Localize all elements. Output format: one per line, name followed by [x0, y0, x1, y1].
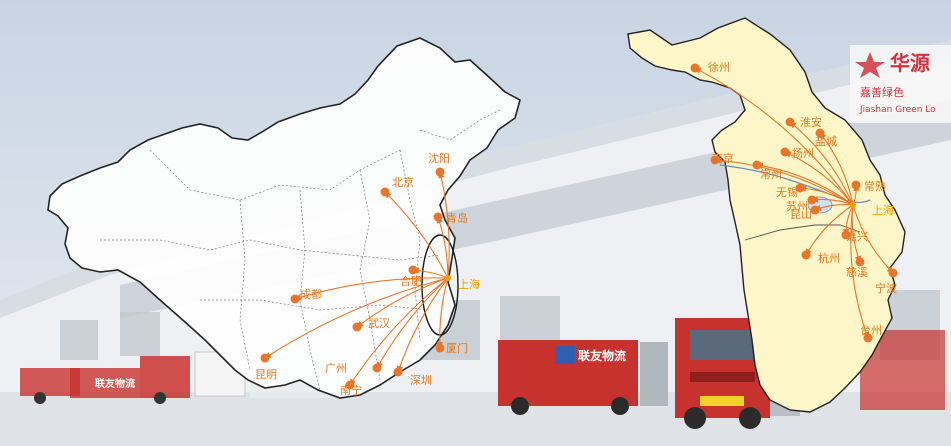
jiangsu-route-7: [799, 185, 854, 206]
sign-slogan: 嘉善绿色: [860, 85, 904, 99]
jiangsu-route-5: [714, 157, 854, 206]
china-city-dot-5: [290, 294, 300, 304]
jiangsu-city-dot-12: [801, 250, 811, 260]
china-city-dot-7: [435, 343, 445, 353]
jiangsu-city-label-11: 嘉兴: [846, 229, 868, 243]
jiangsu-route-1: [694, 67, 854, 206]
jiangsu-city-dot-1: [690, 63, 700, 73]
china-route-10: [264, 277, 449, 359]
jiangsu-city-label-1: 徐州: [708, 60, 730, 74]
truck-1: 联友物流: [20, 356, 190, 404]
china-city-dot-10: [260, 353, 270, 363]
china-city-label-4: 合肥: [400, 274, 422, 288]
sign-brand: 华源: [890, 51, 930, 75]
jiangsu-route-3: [819, 132, 854, 206]
jiangsu-outline: [627, 17, 906, 413]
china-city-label-11: 南宁: [340, 383, 362, 397]
jiangsu-route-6: [756, 162, 854, 206]
china-city-label-8: 广州: [325, 362, 347, 375]
jiangsu-city-label-3: 盐城: [815, 135, 837, 148]
china-city-dot-8: [372, 363, 382, 373]
jiangsu-city-dot-15: [863, 333, 873, 343]
jiangsu-city-label-9: 昆山: [790, 208, 812, 221]
jiangsu-hub-dot: [850, 202, 856, 208]
jiangsu-city-label-13: 慈溪: [846, 265, 868, 279]
jiangsu-hub-label: 上海: [872, 203, 894, 217]
china-route-3: [436, 216, 449, 279]
jiangsu-city-dot-9: [810, 205, 820, 215]
star-logo-icon: [855, 52, 885, 78]
china-hub-dot: [445, 275, 451, 281]
jiangsu-city-label-7: 无锡: [776, 185, 798, 199]
jiangsu-city-dot-3: [815, 128, 825, 138]
china-city-dot-6: [352, 322, 362, 332]
jiangsu-route-12: [805, 204, 854, 256]
truck-2: 联友物流: [498, 340, 668, 415]
china-route-6: [356, 277, 449, 328]
china-route-9: [396, 277, 449, 373]
jiangsu-routes: [694, 67, 894, 339]
jiangsu-city-dot-4: [780, 147, 790, 157]
truck-logo-2: 联友物流: [578, 348, 626, 363]
china-city-label-6: 武汉: [368, 317, 390, 330]
jiangsu-city-dot-6: [752, 160, 762, 170]
jiangsu-city-label-15: 台州: [860, 323, 882, 337]
china-city-label-2: 北京: [392, 175, 414, 189]
china-route-11: [349, 277, 449, 386]
jiangsu-city-label-5: 南京: [712, 151, 734, 165]
china-outline: [47, 37, 521, 399]
jiangsu-city-dot-5: [710, 155, 720, 165]
china-city-dot-1: [435, 167, 445, 177]
china-city-dot-4: [408, 265, 418, 275]
jiangsu-route-14: [852, 204, 894, 274]
jiangsu-city-label-8: 苏州: [786, 200, 808, 213]
china-city-dot-2: [380, 187, 390, 197]
building-sign: 华源 嘉善绿色 Jiashan Green Lo: [850, 45, 951, 123]
jiangsu-route-4: [784, 151, 854, 206]
sign-english: Jiashan Green Lo: [859, 105, 936, 115]
jiangsu-route-2: [789, 121, 854, 206]
jiangsu-city-label-2: 淮安: [800, 115, 822, 129]
china-routes: [264, 171, 450, 386]
jiangsu-route-15: [850, 204, 870, 339]
china-route-2: [384, 191, 449, 279]
jiangsu-city-dot-13: [855, 257, 865, 267]
china-city-label-9: 深圳: [410, 374, 432, 387]
china-city-dot-9: [393, 367, 403, 377]
china-city-label-3: 青岛: [446, 211, 468, 225]
china-city-label-10: 昆明: [255, 368, 277, 381]
china-route-8: [376, 277, 449, 369]
china-hub-label: 上海: [458, 277, 480, 291]
jiangsu-city-dot-7: [795, 183, 805, 193]
jiangsu-city-dot-14: [888, 268, 898, 278]
china-route-5: [294, 277, 449, 301]
china-route-1: [438, 171, 450, 279]
jiangsu-city-dot-8: [807, 195, 817, 205]
china-city-dot-11: [345, 380, 355, 390]
jiangsu-city-dot-10: [851, 180, 861, 190]
yangtze-river: [719, 164, 871, 204]
jiangsu-city-label-6: 常州: [760, 168, 782, 181]
china-province-borders: [100, 109, 501, 391]
jiangsu-city-label-10: 常熟: [864, 179, 886, 193]
jiangsu-city-label-12: 杭州: [818, 251, 840, 265]
china-city-dot-3: [433, 212, 443, 222]
china-city-label-7: 厦门: [446, 341, 468, 355]
truck-logo-1: 联友物流: [95, 377, 135, 390]
china-route-7: [436, 277, 449, 349]
china-city-label-5: 成都: [300, 288, 322, 301]
jiangsu-city-dot-11: [841, 230, 851, 240]
china-city-label-1: 沈阳: [428, 151, 450, 165]
jiangsu-city-label-4: 扬州: [792, 146, 814, 160]
jiangsu-city-label-14: 宁波: [875, 281, 897, 295]
jiangsu-city-dot-2: [785, 117, 795, 127]
